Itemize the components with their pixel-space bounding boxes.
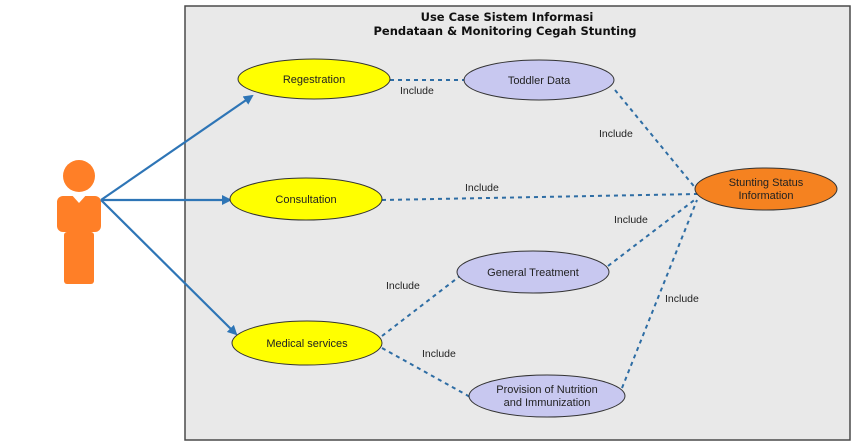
include-label-medical-nutrition: Include <box>422 348 456 360</box>
include-label-consultation-stunting: Include <box>465 182 499 194</box>
include-line-medical-general <box>381 275 461 337</box>
system-title-line2: Pendataan & Monitoring Cegah Stunting <box>374 24 637 38</box>
use-case-label-consultation: Consultation <box>275 194 336 206</box>
association-arrow-regestration <box>100 94 254 201</box>
system-title-line1: Use Case Sistem Informasi <box>421 10 594 24</box>
actor-icon <box>57 160 101 284</box>
use-case-consultation[interactable]: Consultation <box>229 177 383 221</box>
use-case-label-stunting-line1: Stunting Status <box>729 177 804 189</box>
include-line-general-stunting <box>607 197 698 267</box>
use-case-label-stunting-line2: Information <box>738 190 793 202</box>
use-case-toddler-data[interactable]: Toddler Data <box>463 59 615 101</box>
include-line-nutrition-stunting <box>621 199 698 389</box>
include-line-toddler-stunting <box>614 89 698 191</box>
use-case-label-medical-services: Medical services <box>266 338 348 350</box>
include-label-regestration-toddler: Include <box>400 85 434 97</box>
include-label-medical-general: Include <box>386 280 420 292</box>
include-label-general-stunting: Include <box>614 214 648 226</box>
use-case-medical-services[interactable]: Medical services <box>231 320 383 366</box>
include-line-medical-nutrition <box>381 347 473 399</box>
use-case-label-general-treatment: General Treatment <box>487 267 579 279</box>
association-arrow-medical-services <box>100 199 238 336</box>
use-case-stunting-status[interactable]: Stunting Status Information <box>694 167 838 211</box>
include-label-toddler-stunting: Include <box>599 128 633 140</box>
use-case-label-nutrition-line1: Provision of Nutrition <box>496 384 598 396</box>
use-case-nutrition-immunization[interactable]: Provision of Nutrition and Immunization <box>468 374 626 418</box>
use-case-general-treatment[interactable]: General Treatment <box>456 250 610 294</box>
use-case-label-nutrition-line2: and Immunization <box>504 397 591 409</box>
use-case-label-toddler-data: Toddler Data <box>508 75 571 87</box>
use-case-label-regestration: Regestration <box>283 74 345 86</box>
use-case-regestration[interactable]: Regestration <box>237 58 391 100</box>
include-label-nutrition-stunting: Include <box>665 293 699 305</box>
